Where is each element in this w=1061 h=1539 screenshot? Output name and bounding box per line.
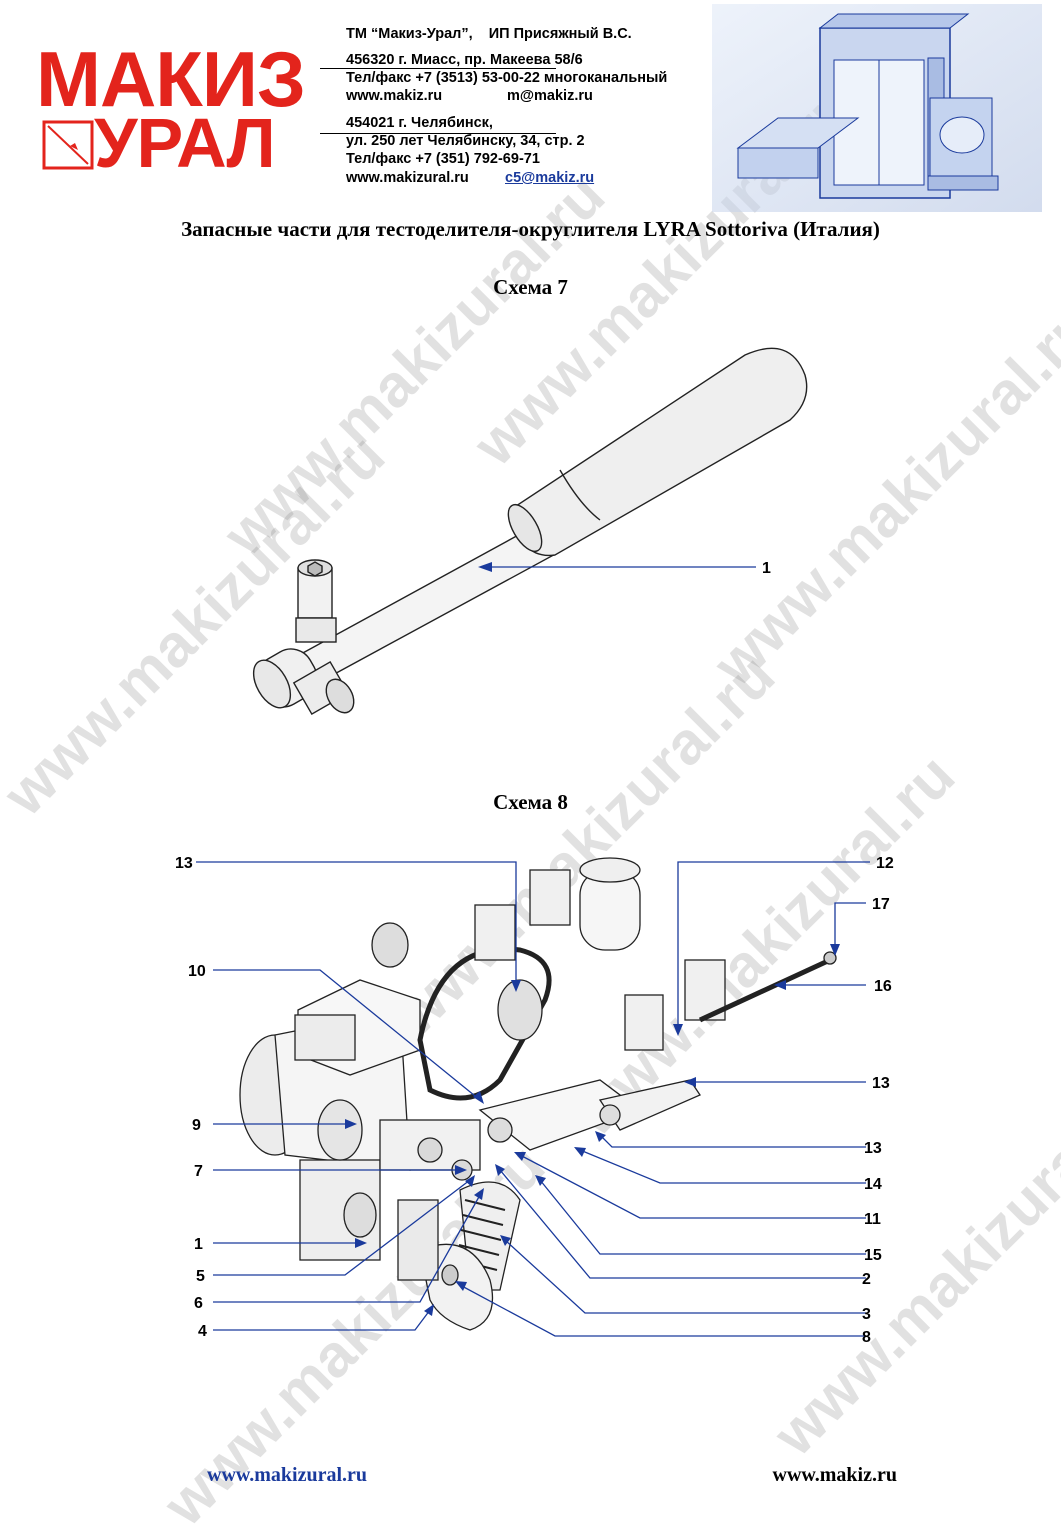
office1-site: www.makiz.ru	[346, 88, 443, 104]
scheme8-callout-8: 8	[862, 1329, 871, 1346]
trademark-line: ТМ “Макиз-Урал”, ИП Присяжный В.С.	[346, 26, 632, 42]
scheme8-title: Схема 8	[493, 790, 568, 814]
office1-phone: Тел/факс +7 (3513) 53-00-22 многоканальн…	[346, 70, 668, 86]
document-title: Запасные части для тестоделителя-округли…	[181, 217, 880, 241]
footer-link-makiz[interactable]: www.makiz.ru	[772, 1464, 897, 1486]
scheme8-callout-6: 6	[194, 1295, 203, 1312]
office2-site: www.makizural.ru	[346, 170, 469, 186]
scheme8-callout-1: 1	[194, 1236, 203, 1253]
footer-link-makizural[interactable]: www.makizural.ru	[207, 1464, 367, 1486]
logo-text-makiz: МАКИЗ	[36, 35, 306, 123]
office1-email[interactable]: m@makiz.ru	[507, 88, 593, 104]
scheme8-callout-11: 11	[864, 1211, 881, 1228]
logo-text-ural: УРАЛ	[94, 104, 276, 182]
scheme8-drawing: 13 10 9 7 1 5 6 4 12 17 16 13 13 14 11 1…	[175, 855, 894, 1346]
office1-address: 456320 г. Миасс, пр. Макеева 58/6	[346, 52, 583, 68]
scheme8-callout-9: 9	[192, 1117, 201, 1134]
scheme8-callout-7: 7	[194, 1163, 203, 1180]
office2-street: ул. 250 лет Челябинску, 34, стр. 2	[346, 133, 585, 149]
scheme8-callout-4: 4	[198, 1323, 207, 1340]
scheme8-callout-2: 2	[862, 1271, 871, 1288]
scheme8-callout-12: 12	[876, 855, 894, 872]
scheme8-callout-10: 10	[188, 963, 206, 980]
scheme7-title: Схема 7	[493, 275, 568, 299]
scheme8-callout-13-low: 13	[864, 1140, 882, 1157]
scheme8-callout-5: 5	[196, 1268, 205, 1285]
scheme8-callout-16: 16	[874, 978, 892, 995]
office2-phone: Тел/факс +7 (351) 792-69-71	[346, 151, 540, 167]
scheme7-callout-1: 1	[762, 560, 771, 577]
header-divider-2	[320, 133, 556, 134]
scheme7-drawing: 1	[252, 347, 808, 716]
scheme8-callout-3: 3	[862, 1306, 871, 1323]
scheme8-callout-14: 14	[864, 1176, 882, 1193]
scheme8-callout-13-top: 13	[175, 855, 193, 872]
header-divider	[320, 68, 556, 69]
office2-email[interactable]: c5@makiz.ru	[505, 170, 595, 186]
scheme8-callout-17: 17	[872, 896, 890, 913]
office2-city: 454021 г. Челябинск,	[346, 115, 493, 131]
scheme8-callout-15: 15	[864, 1247, 882, 1264]
scheme8-callout-13-mid: 13	[872, 1075, 890, 1092]
